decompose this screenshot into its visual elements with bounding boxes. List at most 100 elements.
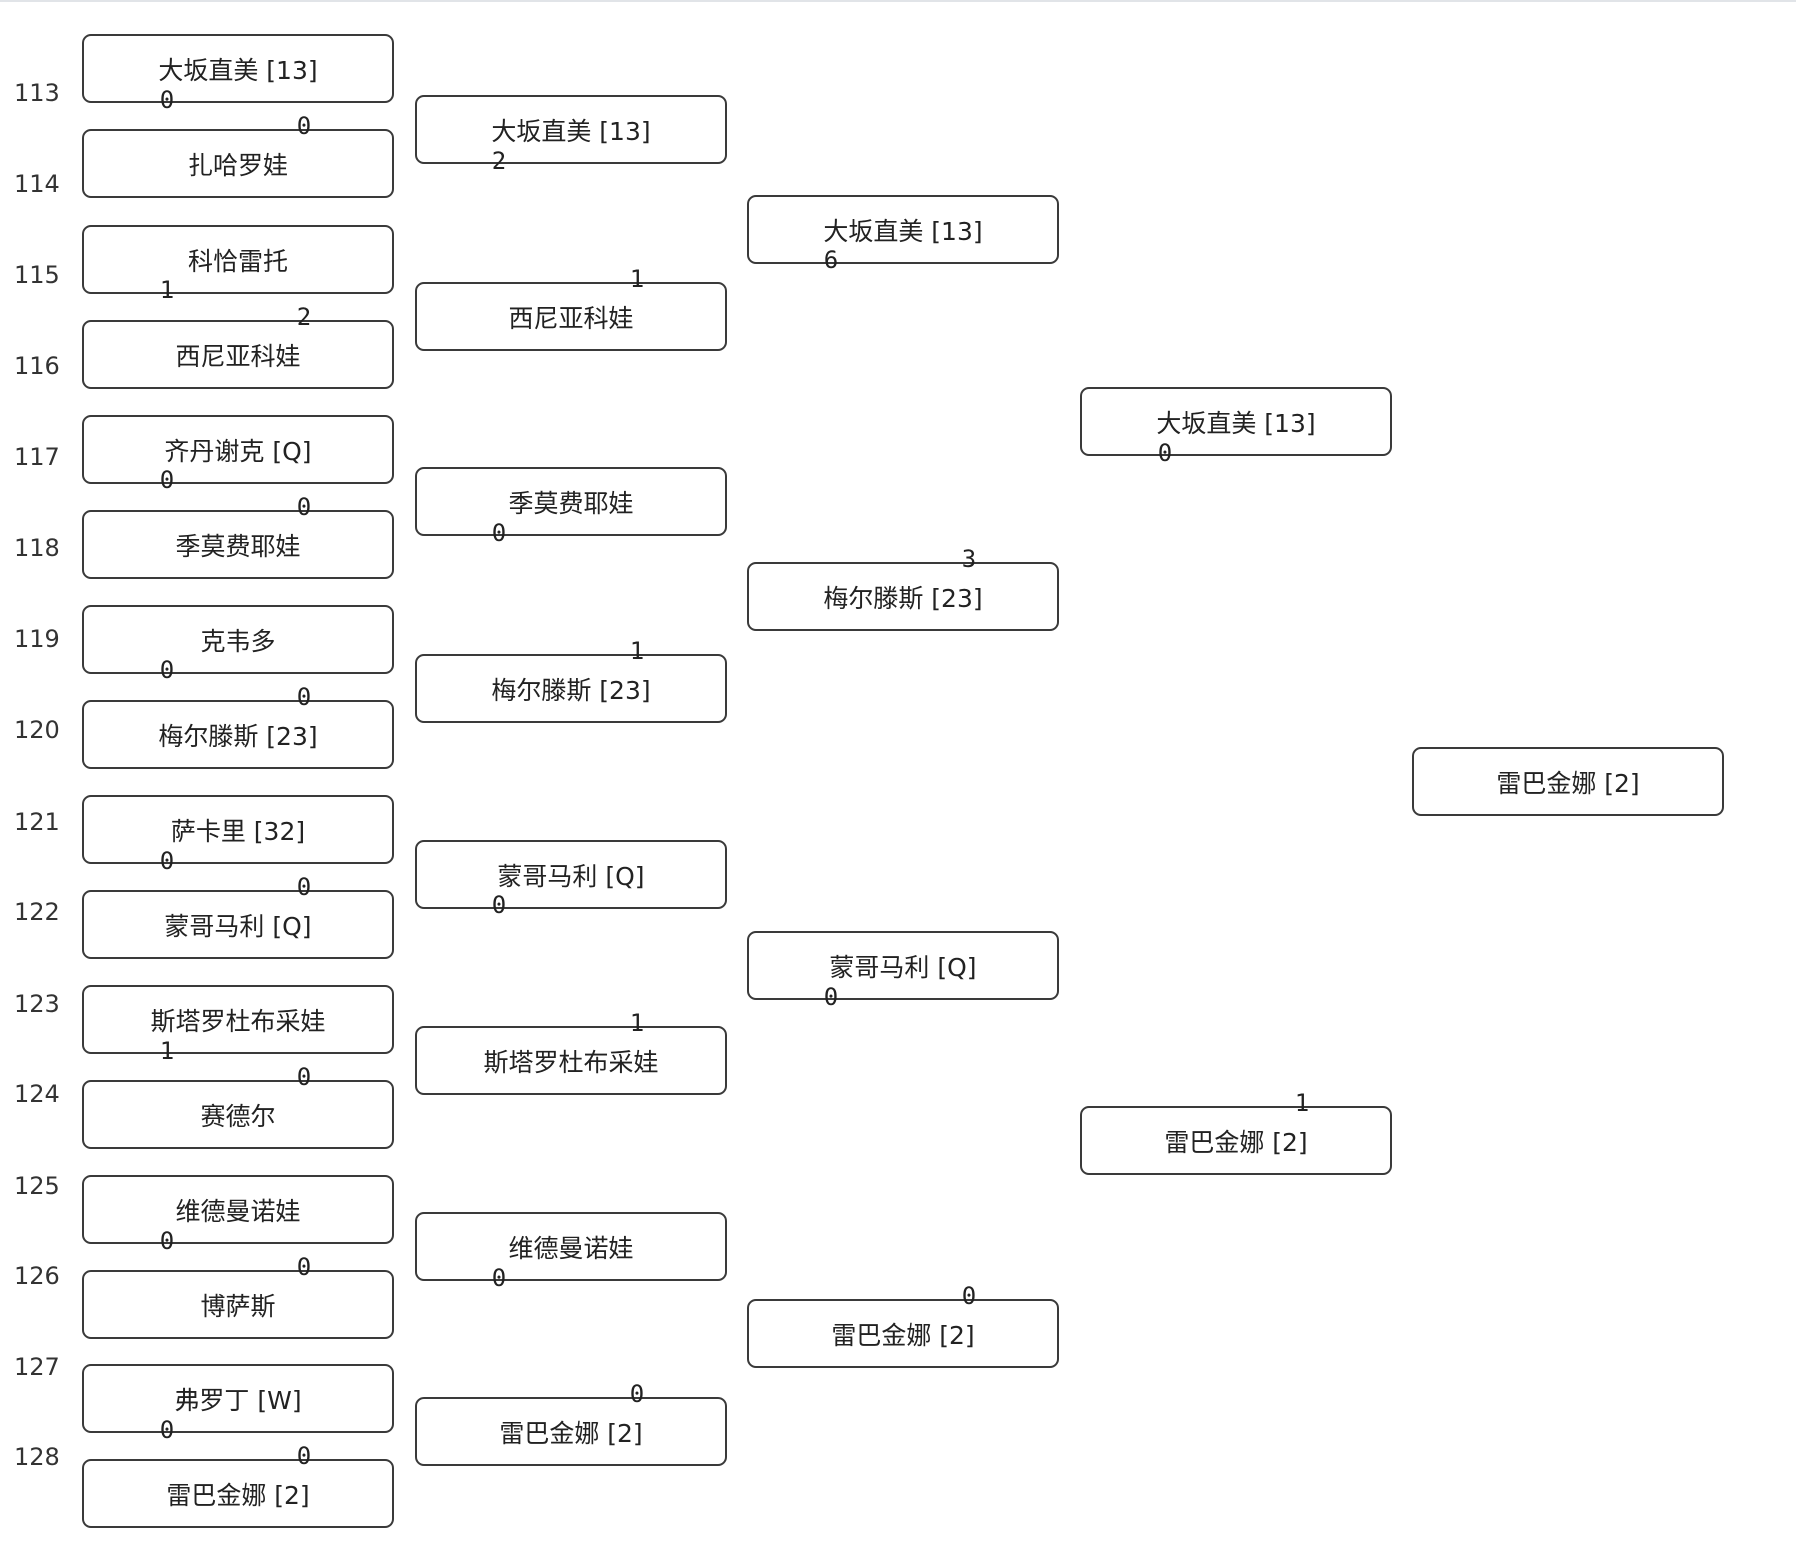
draw-position-number: 126: [14, 1262, 60, 1290]
player-name: 蒙哥马利 [Q]: [829, 952, 977, 982]
player-box[interactable]: 赛德尔: [82, 1080, 394, 1149]
draw-position-number: 120: [14, 716, 60, 744]
player-box[interactable]: 雷巴金娜 [2]: [1080, 1106, 1392, 1175]
player-box[interactable]: 雷巴金娜 [2]: [747, 1299, 1059, 1368]
score-bottom: 0: [296, 1442, 312, 1470]
score-top: 1: [159, 1037, 175, 1065]
score-bottom: 0: [296, 493, 312, 521]
draw-position-number: 128: [14, 1443, 60, 1471]
player-name: 齐丹谢克 [Q]: [164, 436, 312, 466]
player-box[interactable]: 蒙哥马利 [Q]: [415, 840, 727, 909]
player-name: 维德曼诺娃: [175, 1196, 301, 1226]
player-box[interactable]: 蒙哥马利 [Q]: [747, 931, 1059, 1000]
draw-position-number: 113: [14, 79, 60, 107]
player-box[interactable]: 大坂直美 [13]: [1080, 387, 1392, 456]
score-top: 0: [159, 86, 175, 114]
player-box[interactable]: 蒙哥马利 [Q]: [82, 890, 394, 959]
player-name: 蒙哥马利 [Q]: [164, 911, 312, 941]
score-bottom: 0: [296, 1063, 312, 1091]
player-name: 雷巴金娜 [2]: [166, 1480, 310, 1510]
player-box[interactable]: 季莫费耶娃: [415, 467, 727, 536]
score-top: 0: [491, 891, 507, 919]
player-box[interactable]: 雷巴金娜 [2]: [415, 1397, 727, 1466]
player-box[interactable]: 弗罗丁 [W]: [82, 1364, 394, 1433]
player-name: 梅尔滕斯 [23]: [491, 675, 651, 705]
draw-position-number: 115: [14, 261, 60, 289]
player-name: 弗罗丁 [W]: [174, 1385, 302, 1415]
draw-position-number: 123: [14, 990, 60, 1018]
player-name: 梅尔滕斯 [23]: [823, 583, 983, 613]
player-box[interactable]: 季莫费耶娃: [82, 510, 394, 579]
player-name: 季莫费耶娃: [508, 488, 634, 518]
player-box[interactable]: 大坂直美 [13]: [415, 95, 727, 164]
score-top: 0: [159, 847, 175, 875]
score-bottom: 2: [296, 303, 312, 331]
score-top: 0: [159, 466, 175, 494]
player-name: 季莫费耶娃: [175, 531, 301, 561]
player-box[interactable]: 克韦多: [82, 605, 394, 674]
player-box[interactable]: 梅尔滕斯 [23]: [415, 654, 727, 723]
draw-position-number: 116: [14, 352, 60, 380]
score-top: 2: [491, 147, 507, 175]
player-box[interactable]: 齐丹谢克 [Q]: [82, 415, 394, 484]
draw-position-number: 119: [14, 625, 60, 653]
score-top: 0: [159, 656, 175, 684]
player-name: 大坂直美 [13]: [1156, 408, 1316, 438]
player-name: 雷巴金娜 [2]: [831, 1320, 975, 1350]
score-bottom: 1: [1294, 1089, 1310, 1117]
score-top: 0: [491, 519, 507, 547]
player-box[interactable]: 雷巴金娜 [2]: [1412, 747, 1724, 816]
player-box[interactable]: 斯塔罗杜布采娃: [415, 1026, 727, 1095]
player-name: 西尼亚科娃: [175, 341, 301, 371]
player-name: 扎哈罗娃: [187, 150, 288, 180]
score-top: 1: [159, 276, 175, 304]
player-box[interactable]: 维德曼诺娃: [415, 1212, 727, 1281]
player-box[interactable]: 雷巴金娜 [2]: [82, 1459, 394, 1528]
top-divider: [0, 0, 1796, 2]
player-name: 斯塔罗杜布采娃: [483, 1047, 659, 1077]
score-bottom: 0: [961, 1282, 977, 1310]
player-name: 科恰雷托: [187, 246, 288, 276]
score-top: 6: [823, 246, 839, 274]
score-bottom: 3: [961, 545, 977, 573]
player-box[interactable]: 博萨斯: [82, 1270, 394, 1339]
player-box[interactable]: 科恰雷托: [82, 225, 394, 294]
score-bottom: 1: [629, 637, 645, 665]
player-name: 萨卡里 [32]: [170, 816, 306, 846]
player-name: 大坂直美 [13]: [158, 55, 318, 85]
player-name: 蒙哥马利 [Q]: [497, 861, 645, 891]
player-box[interactable]: 斯塔罗杜布采娃: [82, 985, 394, 1054]
player-box[interactable]: 大坂直美 [13]: [747, 195, 1059, 264]
player-box[interactable]: 维德曼诺娃: [82, 1175, 394, 1244]
player-box[interactable]: 西尼亚科娃: [82, 320, 394, 389]
draw-position-number: 121: [14, 808, 60, 836]
draw-position-number: 122: [14, 898, 60, 926]
player-name: 赛德尔: [200, 1101, 276, 1131]
draw-position-number: 114: [14, 170, 60, 198]
player-name: 雷巴金娜 [2]: [1164, 1127, 1308, 1157]
score-bottom: 0: [296, 112, 312, 140]
draw-position-number: 125: [14, 1172, 60, 1200]
score-bottom: 0: [296, 1253, 312, 1281]
score-bottom: 0: [296, 683, 312, 711]
player-name: 梅尔滕斯 [23]: [158, 721, 318, 751]
player-box[interactable]: 萨卡里 [32]: [82, 795, 394, 864]
player-box[interactable]: 梅尔滕斯 [23]: [747, 562, 1059, 631]
score-top: 0: [1157, 439, 1173, 467]
score-bottom: 1: [629, 265, 645, 293]
player-box[interactable]: 梅尔滕斯 [23]: [82, 700, 394, 769]
player-name: 博萨斯: [200, 1291, 276, 1321]
draw-position-number: 118: [14, 534, 60, 562]
player-name: 斯塔罗杜布采娃: [150, 1006, 326, 1036]
score-top: 0: [823, 983, 839, 1011]
score-bottom: 0: [629, 1380, 645, 1408]
player-box[interactable]: 大坂直美 [13]: [82, 34, 394, 103]
score-top: 0: [491, 1264, 507, 1292]
draw-position-number: 124: [14, 1080, 60, 1108]
score-top: 0: [159, 1227, 175, 1255]
player-box[interactable]: 西尼亚科娃: [415, 282, 727, 351]
score-bottom: 1: [629, 1009, 645, 1037]
player-name: 克韦多: [200, 626, 276, 656]
player-box[interactable]: 扎哈罗娃: [82, 129, 394, 198]
